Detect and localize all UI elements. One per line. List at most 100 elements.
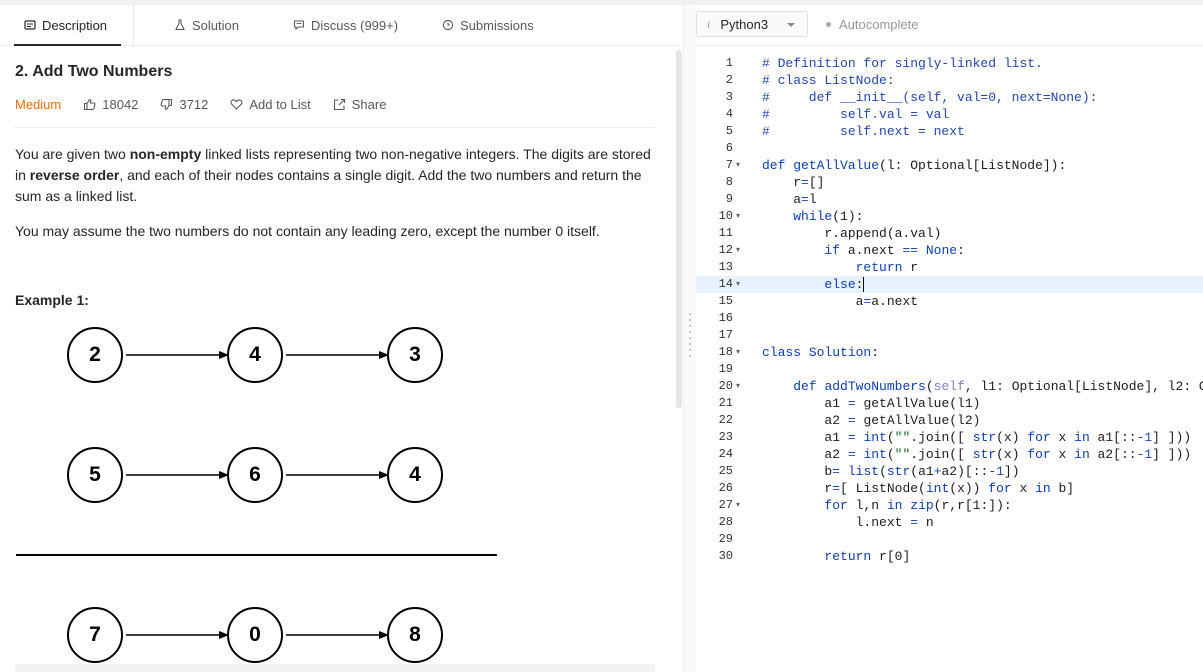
code-line[interactable]: 1# Definition for singly-linked list. <box>696 55 1203 72</box>
diagram-arrows <box>126 351 389 639</box>
fold-arrow-icon[interactable]: ▾ <box>736 212 741 221</box>
tab-submissions[interactable]: Submissions <box>442 5 534 45</box>
sum-divider-line <box>16 554 497 556</box>
list-node: 2 <box>67 327 123 383</box>
add-to-list-button[interactable]: Add to List <box>230 97 311 112</box>
code-line[interactable]: 21 a1 = getAllValue(l1) <box>696 395 1203 412</box>
autocomplete-toggle[interactable]: Autocomplete <box>826 11 919 37</box>
code-text: l.next = n <box>762 515 934 530</box>
fold-arrow-icon[interactable]: ▾ <box>736 501 741 510</box>
share-button[interactable]: Share <box>333 96 387 112</box>
code-text: a2 = int("".join([ str(x) for x in a2[::… <box>762 447 1192 462</box>
code-line[interactable]: 24 a2 = int("".join([ str(x) for x in a2… <box>696 446 1203 463</box>
code-text: r=[] <box>762 175 825 190</box>
line-number: 20 <box>718 379 733 393</box>
dislike-button[interactable]: 3712 <box>160 97 208 112</box>
tab-solution[interactable]: Solution <box>174 5 239 45</box>
code-line[interactable]: 9 a=l <box>696 191 1203 208</box>
tab-description[interactable]: Description <box>13 5 122 46</box>
code-line[interactable]: 30 return r[0] <box>696 548 1203 565</box>
code-line[interactable]: 3# def __init__(self, val=0, next=None): <box>696 89 1203 106</box>
code-text: a1 = int("".join([ str(x) for x in a1[::… <box>762 430 1192 445</box>
like-button[interactable]: 18042 <box>83 97 138 112</box>
code-line[interactable]: 5# self.next = next <box>696 123 1203 140</box>
clock-icon <box>442 19 454 31</box>
code-text: # self.next = next <box>762 124 965 139</box>
code-line[interactable]: 11 r.append(a.val) <box>696 225 1203 242</box>
code-text: # def __init__(self, val=0, next=None): <box>762 90 1098 105</box>
line-number: 10 <box>718 209 733 223</box>
tab-label: Description <box>42 17 108 33</box>
fold-arrow-icon[interactable]: ▾ <box>736 161 741 170</box>
list-node: 4 <box>387 447 443 503</box>
text-segment: , and each of their nodes contains a sin… <box>15 167 642 204</box>
list-node: 4 <box>227 327 283 383</box>
line-number: 26 <box>718 481 733 495</box>
code-line[interactable]: 12▾ if a.next == None: <box>696 242 1203 259</box>
line-number: 30 <box>718 549 733 563</box>
code-text: b= list(str(a1+a2)[::-1]) <box>762 464 1020 479</box>
code-line[interactable]: 8 r=[] <box>696 174 1203 191</box>
fold-arrow-icon[interactable]: ▾ <box>736 246 741 255</box>
line-number: 7 <box>725 158 733 172</box>
code-line[interactable]: 15 a=a.next <box>696 293 1203 310</box>
line-number: 25 <box>718 464 733 478</box>
pane-resizer[interactable] <box>683 5 696 672</box>
thumbs-up-icon <box>84 98 96 110</box>
dislike-count: 3712 <box>179 96 209 112</box>
text-segment: You are given two <box>15 146 130 162</box>
bold-text: reverse order <box>29 167 120 183</box>
fold-arrow-icon[interactable]: ▾ <box>736 280 741 289</box>
line-number: 17 <box>718 328 733 342</box>
code-text: a=l <box>762 192 817 207</box>
code-line[interactable]: 4# self.val = val <box>696 106 1203 123</box>
code-line[interactable]: 10▾ while(1): <box>696 208 1203 225</box>
language-value: Python3 <box>720 16 769 32</box>
code-line[interactable]: 27▾ for l,n in zip(r,r[1:]): <box>696 497 1203 514</box>
line-number: 6 <box>725 141 733 155</box>
description-icon <box>24 20 36 30</box>
code-line[interactable]: 14▾ else: <box>696 276 1203 293</box>
chevron-down-icon <box>787 23 795 27</box>
code-line[interactable]: 6 <box>696 140 1203 157</box>
code-line[interactable]: 25 b= list(str(a1+a2)[::-1]) <box>696 463 1203 480</box>
problem-tabs: Description Solution Discuss (999+) Subm… <box>0 5 680 46</box>
code-line[interactable]: 13 return r <box>696 259 1203 276</box>
code-line[interactable]: 18▾class Solution: <box>696 344 1203 361</box>
problem-meta: Medium 18042 3712 Add to List Share <box>15 95 408 113</box>
tab-discuss[interactable]: Discuss (999+) <box>293 5 398 45</box>
code-line[interactable]: 23 a1 = int("".join([ str(x) for x in a1… <box>696 429 1203 446</box>
line-number: 2 <box>725 73 733 87</box>
code-line[interactable]: 26 r=[ ListNode(int(x)) for x in b] <box>696 480 1203 497</box>
code-line[interactable]: 2# class ListNode: <box>696 72 1203 89</box>
constraint-paragraph: You may assume the two numbers do not co… <box>15 223 600 239</box>
description-scrollbar[interactable] <box>676 50 682 408</box>
code-line[interactable]: 17 <box>696 327 1203 344</box>
code-line[interactable]: 22 a2 = getAllValue(l2) <box>696 412 1203 429</box>
tab-divider <box>133 5 134 45</box>
code-line[interactable]: 19 <box>696 361 1203 378</box>
code-line[interactable]: 7▾ def getAllValue(l: Optional[ListNode])… <box>696 157 1203 174</box>
code-line[interactable]: 29 <box>696 531 1203 548</box>
code-line[interactable]: 16 <box>696 310 1203 327</box>
line-number: 18 <box>718 345 733 359</box>
bottom-shade <box>15 664 655 672</box>
code-text: r=[ ListNode(int(x)) for x in b] <box>762 481 1075 496</box>
code-text: a2 = getAllValue(l2) <box>762 413 981 428</box>
tab-label: Solution <box>192 17 239 33</box>
fold-arrow-icon[interactable]: ▾ <box>736 348 741 357</box>
code-text: def getAllValue(l: Optional[ListNode]): <box>762 158 1067 173</box>
code-text: for l,n in zip(r,r[1:]): <box>824 498 1012 513</box>
meta-divider <box>15 127 655 128</box>
line-number: 21 <box>718 396 733 410</box>
code-line[interactable]: 20▾ def addTwoNumbers(self, l1: Optional… <box>696 378 1203 395</box>
fold-arrow-icon[interactable]: ▾ <box>736 382 741 391</box>
share-label: Share <box>351 96 387 112</box>
info-icon: i <box>707 16 711 31</box>
language-select[interactable]: i Python3 <box>696 11 808 37</box>
text-segment: linked lists representing two non-negati… <box>15 146 651 183</box>
list-node: 6 <box>227 447 283 503</box>
line-number: 23 <box>718 430 733 444</box>
code-line[interactable]: 28 l.next = n <box>696 514 1203 531</box>
line-number: 16 <box>718 311 733 325</box>
